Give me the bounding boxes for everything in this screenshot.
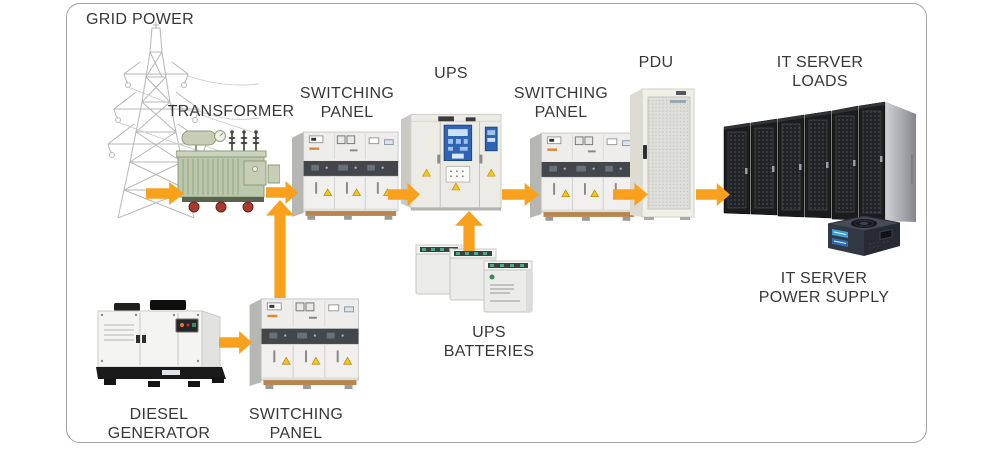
switching-panel-right-image [530, 132, 637, 222]
switching-panel-top-line2: PANEL [320, 104, 374, 121]
diesel-generator-line1: DIESEL [129, 406, 189, 423]
diesel-generator-image [96, 300, 226, 387]
it-server-loads-line1: IT SERVER [776, 54, 864, 71]
ups-label-text: UPS [434, 65, 468, 82]
ups-batteries-line2: BATTERIES [443, 343, 535, 360]
grid-power-label-text: GRID POWER [86, 11, 194, 28]
it-server-loads-line2: LOADS [792, 73, 848, 90]
switching-panel-bottom-label: SWITCHING PANEL [236, 405, 356, 443]
pdu-cabinet-image [630, 88, 695, 220]
ups-cabinet-image [401, 113, 502, 211]
switching-panel-top-label: SWITCHING PANEL [287, 84, 407, 122]
switching-panel-bottom-line1: SWITCHING [248, 406, 344, 423]
switching-panel-right-line1: SWITCHING [513, 85, 609, 102]
diesel-generator-label: DIESEL GENERATOR [89, 405, 229, 443]
power-supply-unit-image [827, 215, 901, 256]
switching-panel-right-label: SWITCHING PANEL [501, 84, 621, 122]
it-server-power-supply-line1: IT SERVER [780, 270, 868, 287]
ups-batteries-line1: UPS [472, 324, 506, 341]
diesel-generator-line2: GENERATOR [107, 425, 211, 442]
switching-panel-right-line2: PANEL [534, 104, 588, 121]
switching-panel-bottom-image [249, 298, 359, 390]
grid-power-label: GRID POWER [75, 10, 205, 29]
ups-label: UPS [411, 64, 491, 83]
ups-batteries-image [415, 244, 533, 313]
it-server-loads-label: IT SERVER LOADS [750, 53, 890, 91]
transformer-label: TRANSFORMER [161, 102, 301, 121]
pdu-label-text: PDU [638, 54, 674, 71]
switching-panel-top-image [292, 131, 399, 221]
transformer-label-text: TRANSFORMER [167, 103, 295, 120]
transformer-image [176, 130, 280, 213]
it-server-power-supply-label: IT SERVER POWER SUPPLY [744, 269, 904, 307]
it-server-power-supply-line2: POWER SUPPLY [758, 289, 890, 306]
server-rack-row-image [723, 101, 916, 222]
diagram-border [66, 3, 927, 443]
switching-panel-top-line1: SWITCHING [299, 85, 395, 102]
pdu-label: PDU [616, 53, 696, 72]
ups-batteries-label: UPS BATTERIES [419, 323, 559, 361]
switching-panel-bottom-line2: PANEL [269, 425, 323, 442]
